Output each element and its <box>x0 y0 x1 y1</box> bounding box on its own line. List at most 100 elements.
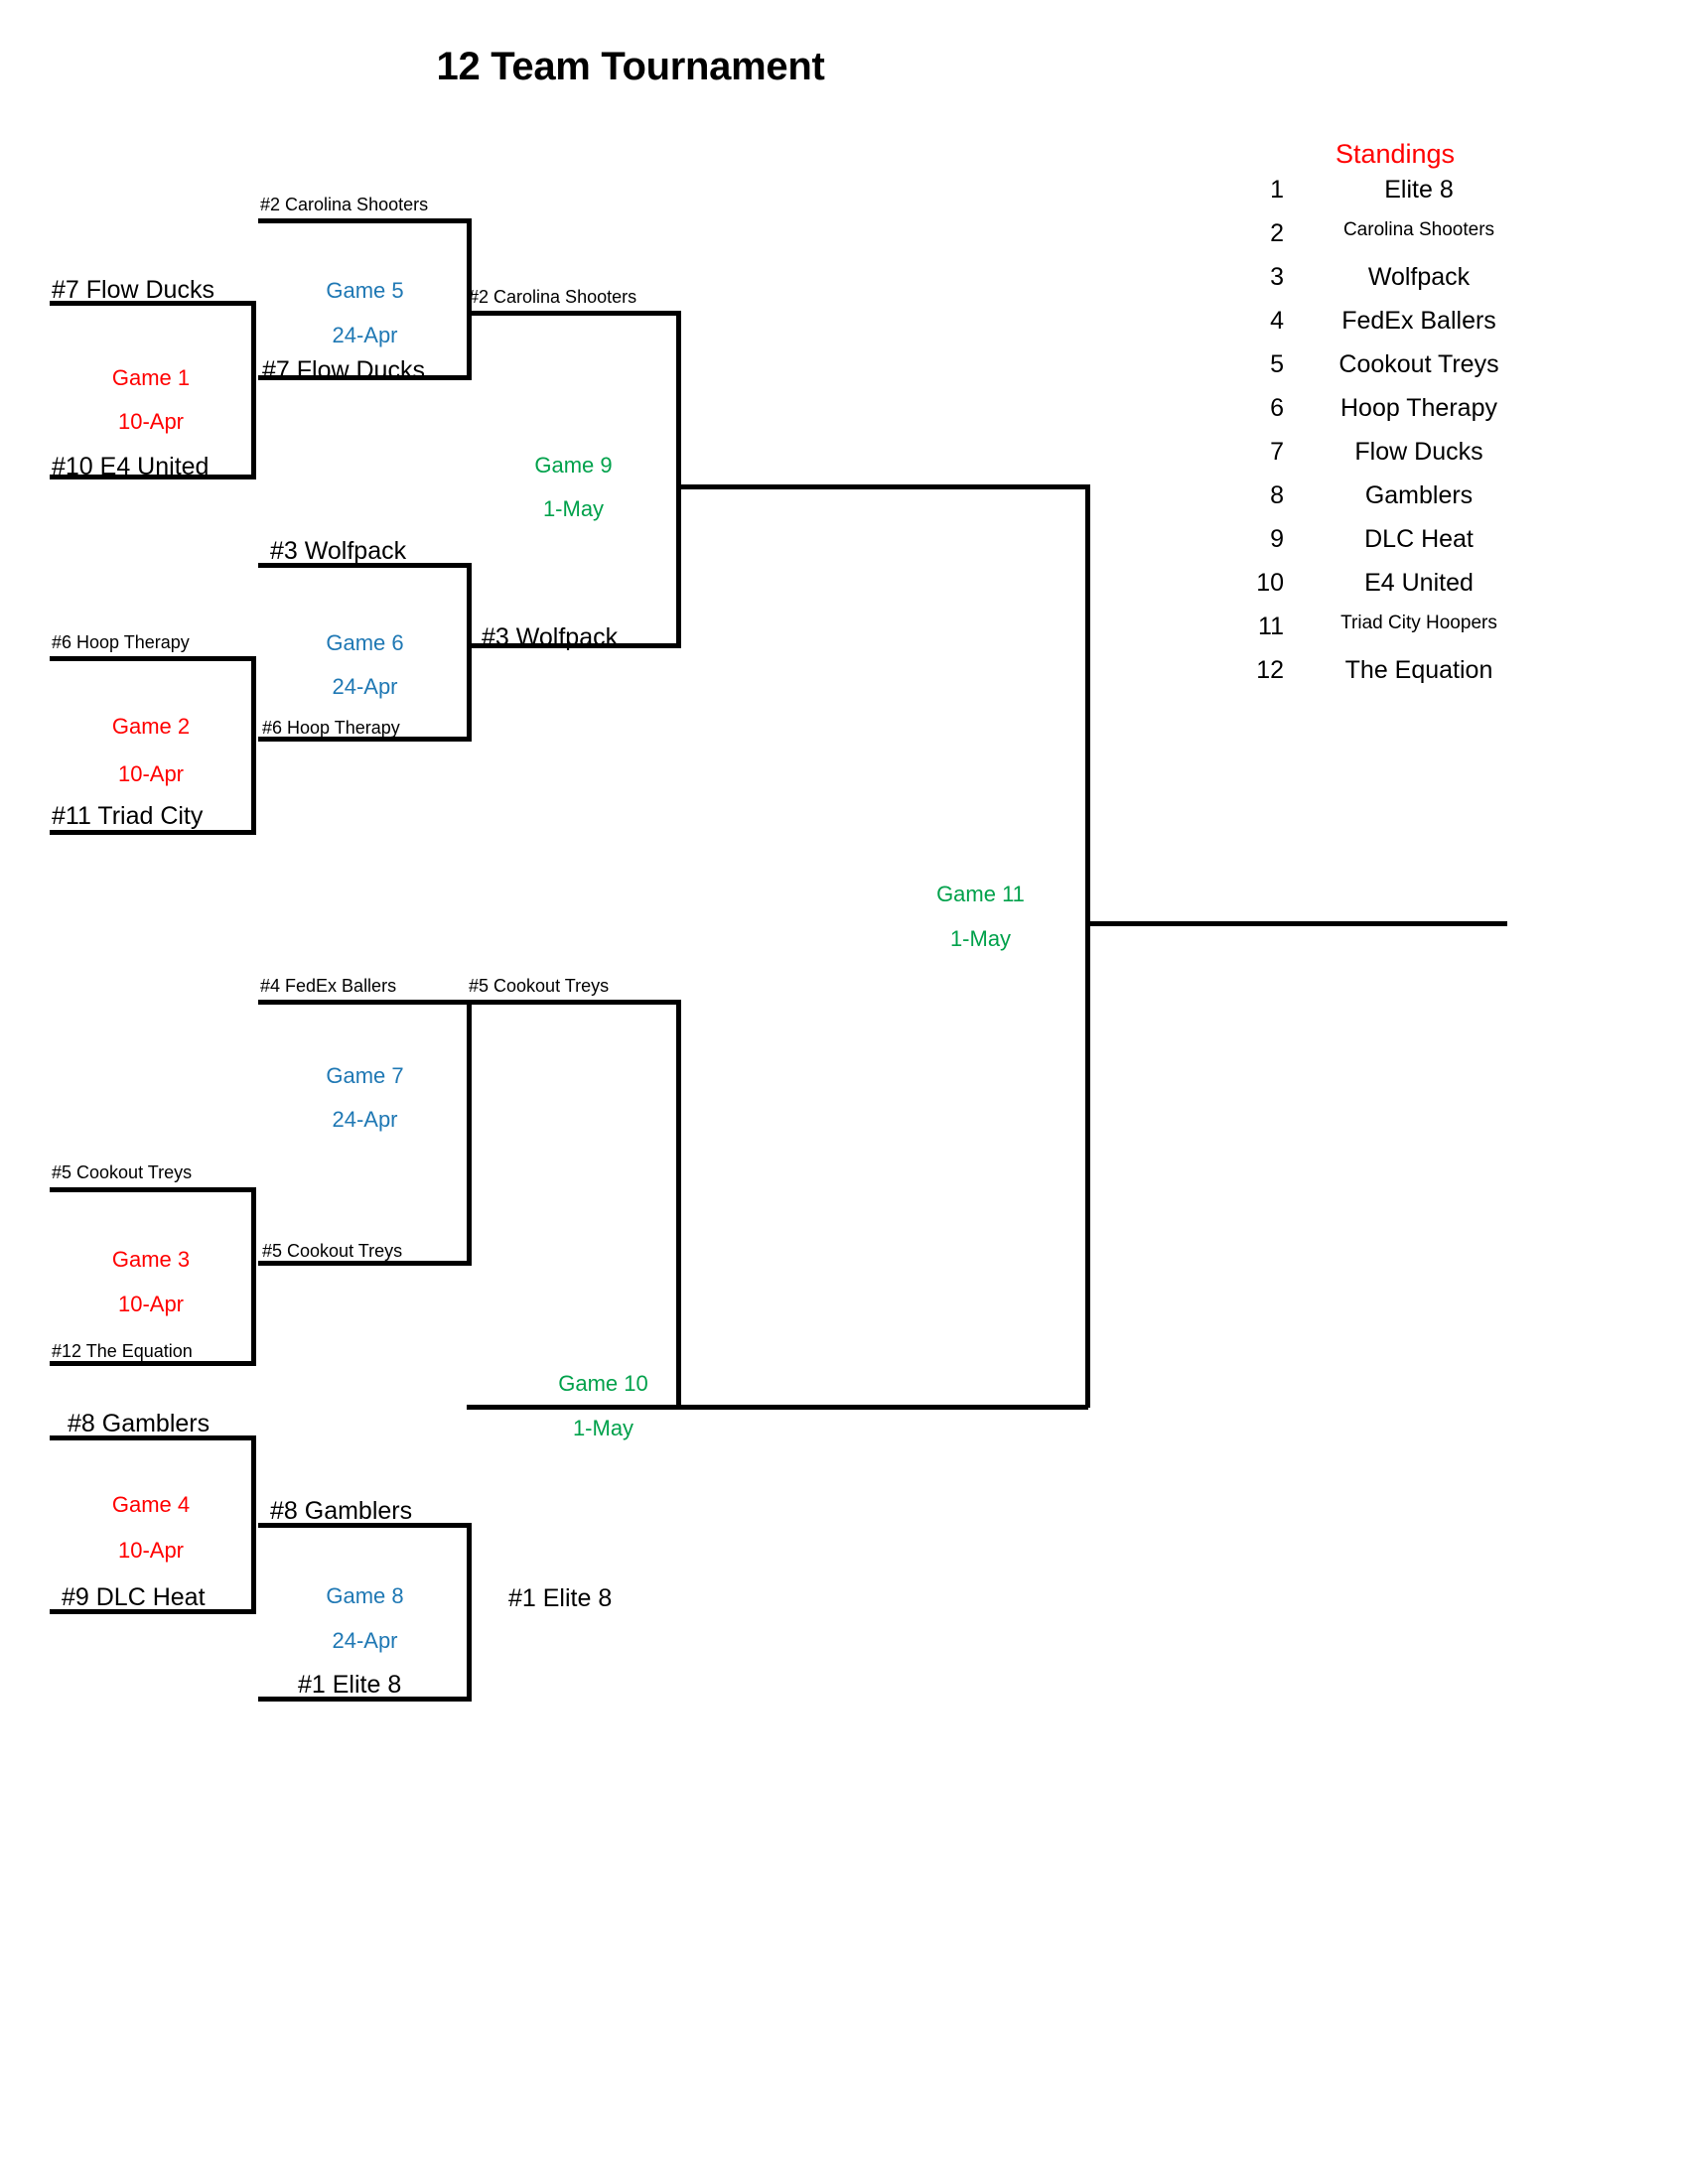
standings-team: Carolina Shooters <box>1342 219 1495 240</box>
page-title: 12 Team Tournament <box>0 45 1688 89</box>
standings-row: 1 Elite 8 <box>1236 176 1554 219</box>
standings-row: 10 E4 United <box>1236 569 1554 613</box>
game2-top-seed-label: #6 Hoop Therapy <box>52 632 190 652</box>
standings-row: 8 Gamblers <box>1236 481 1554 525</box>
standings-row: 5 Cookout Treys <box>1236 350 1554 394</box>
game8-top-line <box>258 1523 472 1528</box>
game1-bottom-line <box>50 475 256 479</box>
game2-bottom-seed-label: #11 Triad City <box>52 802 204 830</box>
game4-right-connector <box>251 1435 256 1614</box>
standings-rank: 5 <box>1270 350 1284 378</box>
game11-vertical-connector <box>1085 484 1090 1408</box>
game5-label: Game 5 <box>326 278 404 303</box>
standings-row: 11 Triad City Hoopers <box>1236 613 1554 656</box>
game6-top-seed-label: #3 Wolfpack <box>270 537 407 565</box>
game3-top-line <box>50 1187 256 1192</box>
game8-right-connector <box>467 1523 472 1702</box>
game5-bottom-line <box>258 375 472 380</box>
standings-rank: 10 <box>1256 569 1284 597</box>
game2-top-line <box>50 656 256 661</box>
game1-top-seed-label: #7 Flow Ducks <box>52 276 214 304</box>
standings-rank: 7 <box>1270 438 1284 466</box>
standings-row: 4 FedEx Ballers <box>1236 307 1554 350</box>
standings-rank: 6 <box>1270 394 1284 422</box>
game3-date: 10-Apr <box>117 1292 185 1316</box>
standings-rank: 11 <box>1258 613 1284 640</box>
game1-top-line <box>50 301 256 306</box>
standings-team: DLC Heat <box>1364 525 1474 553</box>
game11-label: Game 11 <box>936 882 1025 906</box>
game7-bottom-line <box>258 1261 472 1266</box>
game9-bottom-seed-label: #3 Wolfpack <box>482 623 619 651</box>
standings-team: Gamblers <box>1364 481 1474 509</box>
game4-date: 10-Apr <box>117 1538 185 1563</box>
game5-date: 24-Apr <box>332 323 398 347</box>
game9-date: 1-May <box>542 496 605 521</box>
page-title-text: 12 Team Tournament <box>436 45 825 88</box>
game10-bottom-seed-label: #1 Elite 8 <box>508 1584 613 1612</box>
game5-top-seed-label: #2 Carolina Shooters <box>260 195 429 214</box>
game5-bottom-seed-label: #7 Flow Ducks <box>262 356 425 384</box>
game7-top-line <box>258 1000 472 1005</box>
game11-date: 1-May <box>949 926 1012 951</box>
game10-top-seed-label: #5 Cookout Treys <box>469 976 610 996</box>
game4-bottom-seed-label: #9 DLC Heat <box>62 1583 206 1611</box>
game4-top-line <box>50 1435 256 1440</box>
standings-row: 3 Wolfpack <box>1236 263 1554 307</box>
game7-right-connector <box>467 1000 472 1266</box>
game9-right-connector <box>676 311 681 648</box>
standings-row: 9 DLC Heat <box>1236 525 1554 569</box>
game7-date: 24-Apr <box>332 1107 398 1132</box>
game8-bottom-line <box>258 1697 472 1702</box>
standings-team: E4 United <box>1364 569 1474 597</box>
game10-date: 1-May <box>572 1416 634 1440</box>
standings-heading: Standings <box>1335 139 1456 169</box>
game3-top-seed-label: #5 Cookout Treys <box>52 1162 193 1182</box>
game10-label: Game 10 <box>558 1371 648 1396</box>
game4-top-seed-label: #8 Gamblers <box>68 1410 211 1437</box>
game5-right-connector <box>467 218 472 380</box>
standings-rank: 9 <box>1270 525 1284 553</box>
standings-team: Wolfpack <box>1367 263 1471 291</box>
game1-right-connector <box>251 301 256 479</box>
game1-bottom-seed-label: #10 E4 United <box>52 453 210 480</box>
game2-label: Game 2 <box>111 714 191 739</box>
game3-label: Game 3 <box>111 1247 191 1272</box>
standings-panel: Standings 1 Elite 8 2 Carolina Shooters … <box>1236 139 1554 700</box>
game9-label: Game 9 <box>534 453 613 478</box>
game9-bottom-line <box>467 643 680 648</box>
game7-top-seed-label: #4 FedEx Ballers <box>260 976 397 996</box>
game3-right-connector <box>251 1187 256 1366</box>
game6-bottom-seed-label: #6 Hoop Therapy <box>262 718 400 738</box>
game3-bottom-seed-label: #12 The Equation <box>52 1341 193 1361</box>
standings-team: Elite 8 <box>1384 176 1454 204</box>
game6-label: Game 6 <box>326 630 404 655</box>
game8-bottom-seed-label: #1 Elite 8 <box>298 1671 402 1699</box>
game3-bottom-line <box>50 1361 256 1366</box>
game6-date: 24-Apr <box>332 674 398 699</box>
standings-team: Cookout Treys <box>1338 350 1499 378</box>
game7-bottom-seed-label: #5 Cookout Treys <box>262 1241 403 1261</box>
game10-top-line <box>467 1000 680 1005</box>
standings-rank: 4 <box>1270 307 1284 335</box>
game11-lower-feed-line <box>676 1405 1088 1410</box>
game5-top-line <box>258 218 472 223</box>
game11-upper-feed-line <box>676 484 1088 489</box>
game8-label: Game 8 <box>326 1583 404 1608</box>
game2-right-connector <box>251 656 256 835</box>
standings-row: 7 Flow Ducks <box>1236 438 1554 481</box>
game1-label: Game 1 <box>111 365 191 390</box>
game1-date: 10-Apr <box>117 409 185 434</box>
game10-right-connector <box>676 1000 681 1409</box>
game9-top-line <box>467 311 680 316</box>
standings-team: The Equation <box>1344 656 1493 684</box>
game4-bottom-line <box>50 1609 256 1614</box>
standings-team: Flow Ducks <box>1354 438 1483 466</box>
standings-rank: 3 <box>1270 263 1284 291</box>
game4-label: Game 4 <box>111 1492 191 1517</box>
game6-bottom-line <box>258 737 472 742</box>
game6-right-connector <box>467 563 472 742</box>
game8-date: 24-Apr <box>332 1628 398 1653</box>
game11-champion-line <box>1085 921 1507 926</box>
